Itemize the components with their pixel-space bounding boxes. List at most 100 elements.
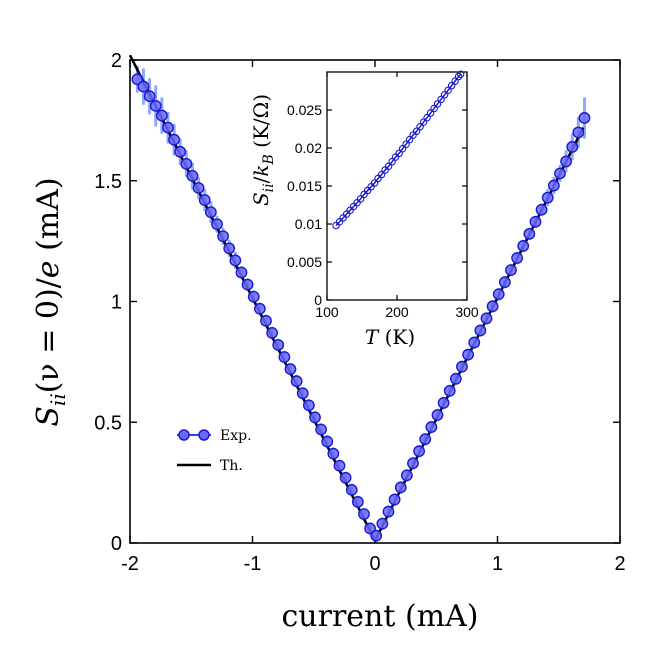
exp-point [137, 80, 150, 93]
exp-point [505, 264, 517, 277]
inset-y-tick-label: 0.02 [295, 140, 322, 156]
exp-point [572, 126, 585, 139]
exp-point [407, 457, 419, 470]
exp-point [541, 191, 554, 204]
inset-point [444, 86, 452, 94]
exp-point [492, 288, 505, 301]
inset-point [384, 162, 393, 170]
exp-point [425, 421, 438, 433]
inset-point [440, 91, 449, 99]
inset-point [416, 122, 424, 131]
legend-exp-label: Exp. [220, 428, 252, 444]
exp-point [382, 505, 395, 518]
exp-point [339, 471, 352, 484]
legend-exp-marker [178, 429, 190, 441]
inset-point [405, 135, 414, 144]
inset-point [370, 179, 379, 187]
legend: Exp. Th. [177, 428, 252, 474]
inset-y-tick-label: 0 [314, 292, 322, 308]
exp-point [198, 194, 211, 206]
x-tick-label: -1 [244, 553, 262, 575]
exp-point [186, 170, 199, 182]
exp-point [456, 360, 468, 373]
exp-point [547, 179, 560, 192]
exp-point [204, 206, 217, 219]
inset-x-tick-label: 200 [385, 304, 409, 320]
exp-point [535, 203, 548, 216]
inset-plot-frame [326, 71, 468, 301]
exp-point [578, 112, 591, 124]
x-tick-label: 1 [492, 553, 503, 575]
exp-point [370, 529, 383, 542]
inset-x-tick-label: 300 [455, 304, 479, 320]
exp-point [260, 314, 272, 327]
exp-point [247, 290, 260, 303]
exp-point [266, 326, 278, 339]
inset-point [377, 170, 386, 179]
inset-point [402, 140, 410, 148]
exp-point [211, 218, 223, 231]
exp-point [443, 384, 456, 397]
exp-markers [131, 73, 591, 542]
exp-point [217, 230, 230, 243]
inset-point [412, 127, 421, 136]
inset-y-tick-label: 0.01 [295, 216, 322, 232]
exp-point [517, 240, 530, 252]
exp-point [413, 445, 425, 458]
exp-point [449, 372, 462, 385]
exp-point [327, 447, 340, 460]
exp-point [529, 215, 542, 228]
inset-point [398, 145, 407, 153]
exp-point [284, 363, 297, 376]
exp-point [511, 252, 523, 264]
exp-point [321, 435, 334, 448]
inset-data-line [335, 73, 462, 227]
x-tick-label: 0 [369, 553, 380, 575]
exp-point [376, 517, 389, 530]
exp-point [388, 493, 401, 506]
inset-axis-ticks [326, 72, 468, 301]
exp-point [358, 508, 370, 520]
exp-point [498, 276, 511, 289]
exp-point [431, 409, 444, 421]
x-axis-title: current (mA) [282, 599, 479, 634]
inset-point [419, 118, 428, 126]
inset-markers [332, 70, 465, 230]
inset-point [451, 77, 459, 85]
exp-point [272, 339, 285, 351]
exp-point [296, 387, 309, 400]
inset-point [430, 104, 438, 113]
y-tick-label: 0 [111, 533, 122, 555]
exp-point [253, 302, 266, 315]
inset-y-axis-title: Sii/kB (K/Ω) [249, 94, 277, 206]
exp-point [462, 348, 474, 361]
x-tick-label: -2 [121, 553, 139, 575]
main-axis-ticks [129, 59, 621, 544]
exp-point [566, 141, 579, 153]
legend-th-label: Th. [220, 458, 243, 474]
exp-point [290, 375, 303, 388]
exp-point [437, 397, 450, 409]
exp-point [241, 278, 254, 291]
inset-point [454, 72, 463, 81]
exp-point [468, 336, 481, 349]
y-tick-label: 0.5 [94, 412, 122, 434]
exp-point [474, 324, 487, 337]
exp-point [180, 157, 193, 170]
exp-point [235, 266, 248, 279]
legend-exp-marker-2 [198, 429, 210, 441]
exp-point [223, 242, 236, 255]
exp-point [315, 423, 327, 436]
exp-point [351, 496, 364, 508]
exp-point [486, 300, 499, 313]
inset-y-tick-label: 0.015 [287, 178, 322, 194]
inset-point [388, 157, 396, 166]
inset-point [437, 95, 445, 104]
inset-point [456, 70, 465, 79]
exp-point [345, 483, 358, 496]
inset-point [423, 113, 431, 122]
inset-point [395, 149, 403, 158]
